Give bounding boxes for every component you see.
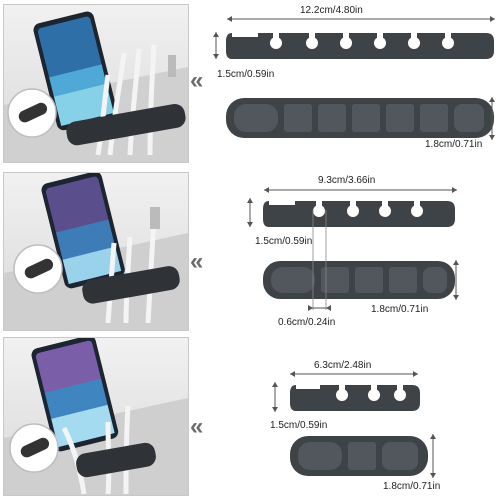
width-label-row1: 12.2cm/4.80in [300, 5, 363, 16]
cable-clip-7-slot-top [226, 31, 494, 59]
desk-scene-illustration [4, 173, 188, 330]
height-label-row2: 1.5cm/0.59in [255, 236, 313, 247]
height-label-row3: 1.5cm/0.59in [270, 420, 328, 431]
lifestyle-photo-5-slot [3, 172, 189, 331]
width-label-row3: 6.3cm/2.48in [314, 360, 372, 371]
lifestyle-photo-7-slot [3, 4, 189, 163]
cable-clip-7-slot-front [226, 98, 494, 138]
cable-clip-3-slot-top [290, 383, 420, 411]
desk-scene-illustration [4, 11, 188, 162]
desk-scene-illustration [4, 338, 188, 495]
depth-label-row2: 1.8cm/0.71in [371, 304, 429, 315]
dimension-lines-row2 [247, 187, 459, 311]
depth-label-row1: 1.8cm/0.71in [425, 139, 483, 150]
height-label-row1: 1.5cm/0.59in [217, 69, 275, 80]
dimension-lines-row1 [213, 16, 495, 140]
cable-clip-5-slot-top [263, 199, 455, 227]
width-label-row2: 9.3cm/3.66in [318, 175, 376, 186]
depth-label-row3: 1.8cm/0.71in [383, 481, 441, 492]
cable-clip-5-slot-front [263, 261, 455, 299]
gap-label-row2: 0.6cm/0.24in [278, 317, 336, 328]
lifestyle-photo-3-slot [3, 337, 189, 496]
dimension-lines-row3 [272, 371, 436, 478]
cable-clip-3-slot-front [290, 436, 428, 476]
